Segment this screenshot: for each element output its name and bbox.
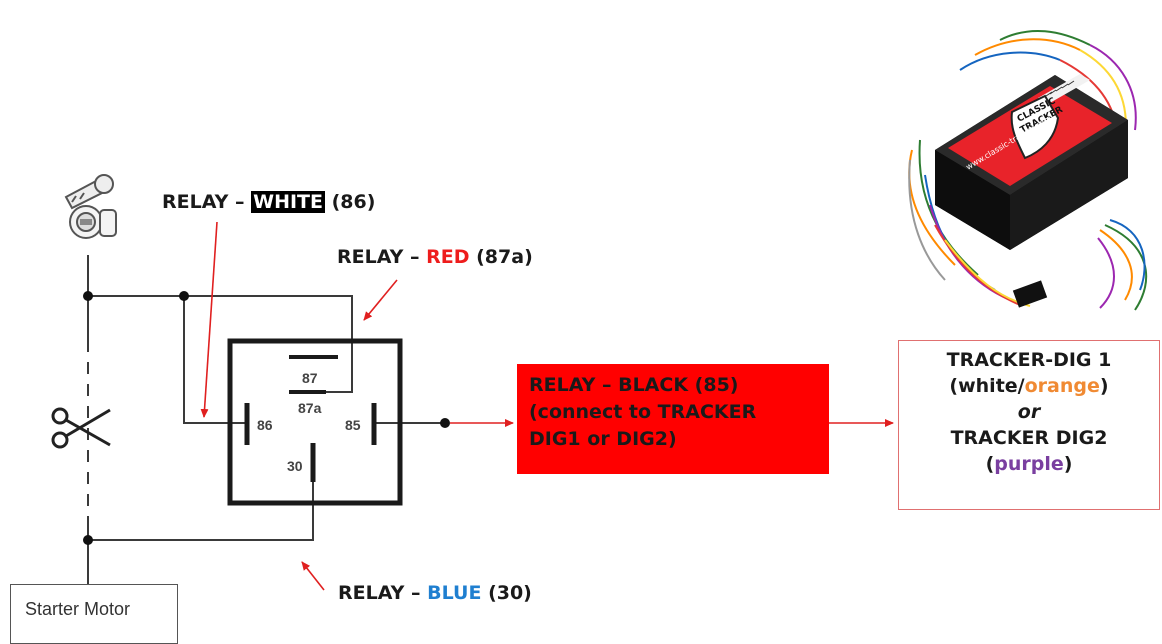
starter-motor-label: Starter Motor [25, 599, 131, 619]
terminal-30: 30 [287, 458, 303, 474]
relay-red-label: RELAY – RED (87a) [337, 246, 533, 268]
relay-black-box: RELAY – BLACK (85) (connect to TRACKER D… [517, 364, 829, 474]
ignition-key-icon [64, 174, 117, 239]
white-highlight: WHITE [251, 191, 325, 213]
pointer-arrows [200, 221, 894, 591]
relay-symbol: 87 87a 86 85 30 [227, 338, 403, 506]
scissors-icon [51, 407, 111, 449]
terminal-87: 87 [302, 370, 318, 386]
relay-white-label: RELAY – WHITE (86) [162, 191, 376, 213]
terminal-85: 85 [345, 417, 361, 433]
terminal-87a: 87a [298, 400, 322, 416]
junction-dots [83, 291, 450, 545]
tracker-device-image: CLASSIC TRACKER www.classic-tracker.com [908, 29, 1148, 311]
starter-motor-box: Starter Motor [10, 584, 178, 644]
relay-blue-label: RELAY – BLUE (30) [338, 582, 532, 604]
tracker-dig-box: TRACKER-DIG 1 (white/orange) or TRACKER … [898, 340, 1160, 510]
terminal-86: 86 [257, 417, 273, 433]
